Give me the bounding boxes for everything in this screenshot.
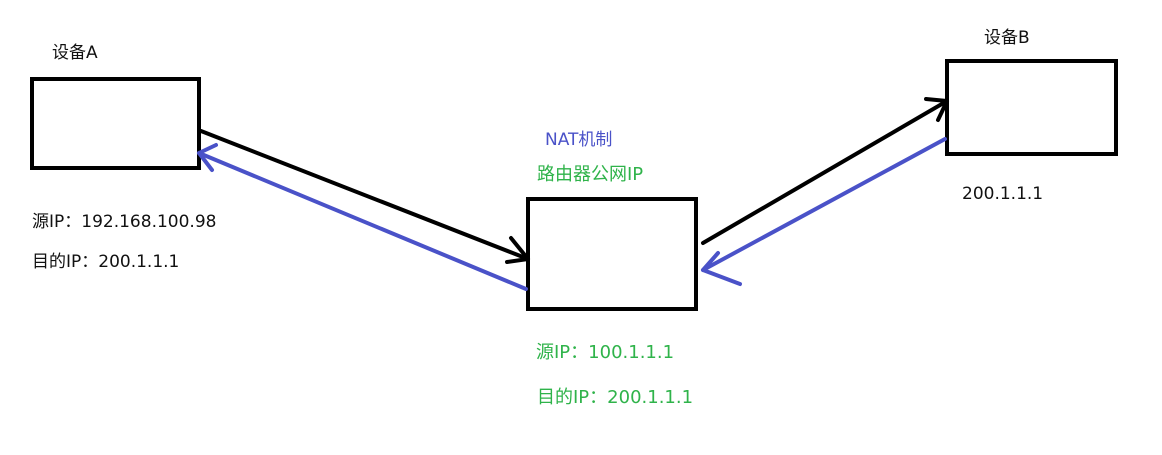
arrow-router-to-b — [701, 97, 949, 245]
router-box — [526, 197, 698, 311]
device-b-box — [945, 59, 1118, 156]
device-a-dst-ip: 目的IP：200.1.1.1 — [32, 252, 180, 272]
nat-mechanism-label: NAT机制 — [545, 130, 613, 150]
device-a-box — [30, 77, 201, 170]
device-b-title: 设备B — [984, 28, 1030, 48]
arrow-b-to-router — [701, 137, 947, 286]
router-public-ip-label: 路由器公网IP — [537, 164, 644, 185]
router-src-ip: 源IP：100.1.1.1 — [536, 342, 675, 363]
arrow-a-to-router — [199, 129, 530, 264]
device-b-ip: 200.1.1.1 — [962, 184, 1044, 204]
router-dst-ip: 目的IP：200.1.1.1 — [537, 387, 694, 408]
device-a-src-ip: 源IP：192.168.100.98 — [32, 212, 217, 232]
device-a-title: 设备A — [52, 43, 98, 63]
arrow-router-to-a — [197, 143, 528, 291]
